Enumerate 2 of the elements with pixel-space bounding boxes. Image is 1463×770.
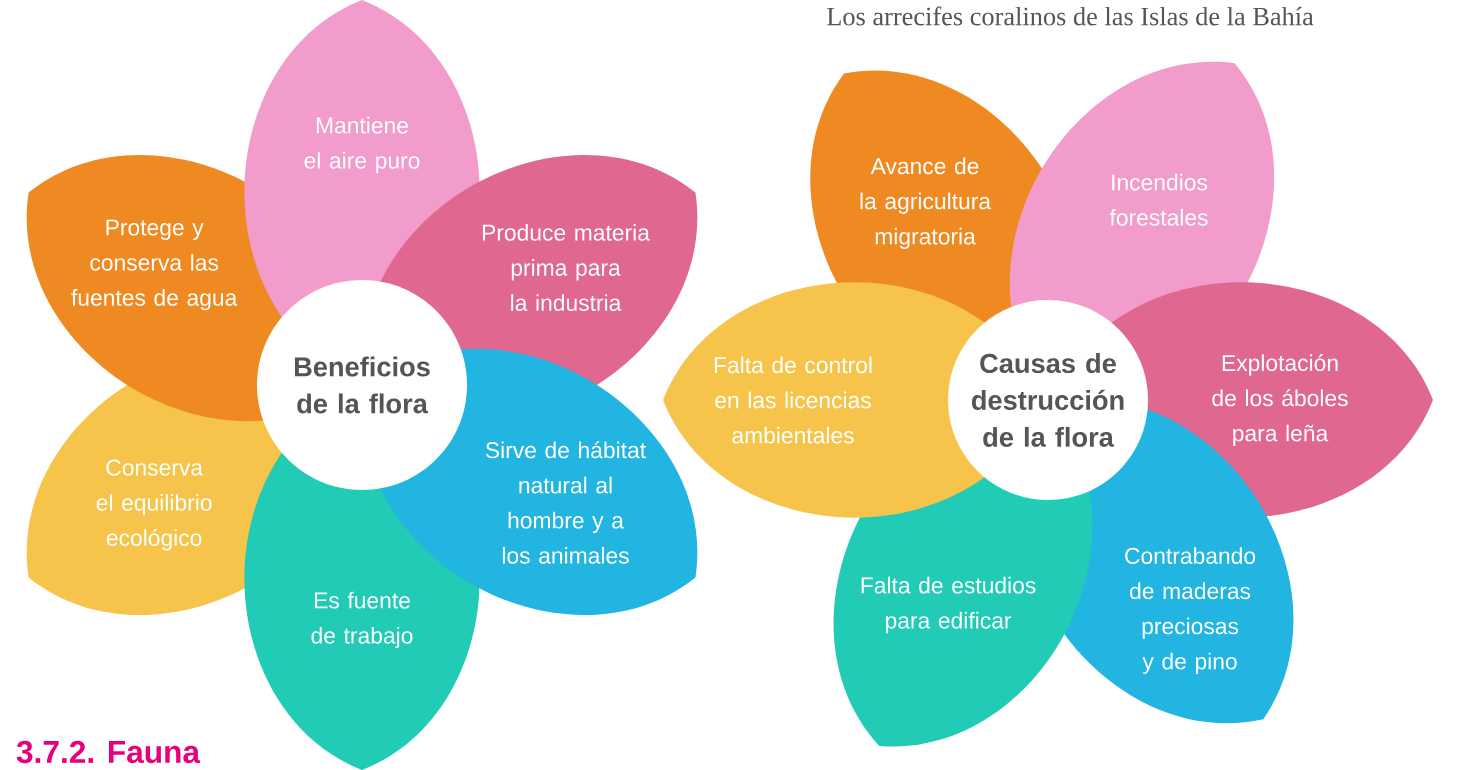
header-text: Los arrecifes coralinos de las Islas de la Bahía bbox=[827, 6, 1314, 26]
section-heading: 3.7.2. Fauna bbox=[16, 740, 201, 764]
